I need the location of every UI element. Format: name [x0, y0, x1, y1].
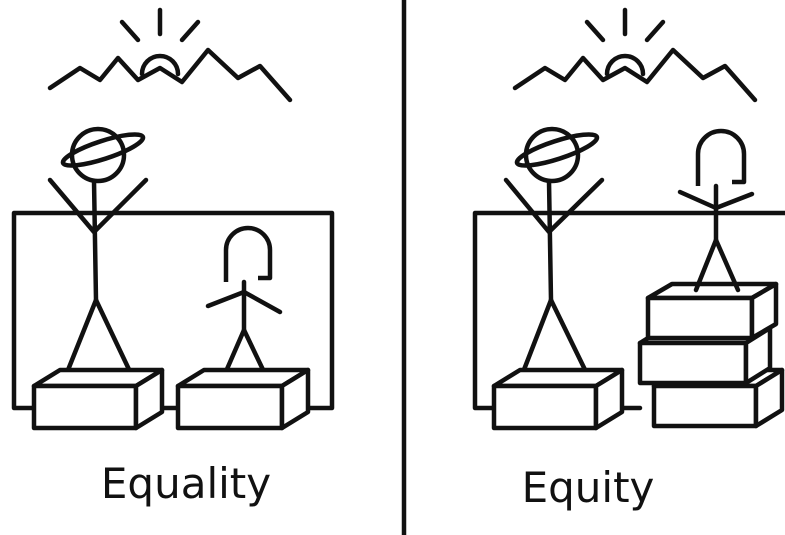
sun-mountains-icon — [512, 7, 758, 103]
tall-person — [47, 126, 149, 383]
short-person — [677, 128, 755, 293]
equality-panel: Equality — [11, 7, 335, 508]
fence — [11, 210, 335, 411]
short-person — [205, 225, 283, 379]
sun-mountains-icon — [47, 7, 293, 103]
tall-person — [503, 126, 605, 383]
box — [645, 281, 779, 341]
box — [491, 367, 625, 431]
box — [175, 367, 311, 431]
box — [31, 367, 165, 431]
panel-caption: Equality — [101, 459, 271, 508]
panel-caption: Equity — [522, 463, 655, 512]
equity-panel: Equity — [472, 7, 785, 512]
box-stack — [637, 281, 785, 429]
